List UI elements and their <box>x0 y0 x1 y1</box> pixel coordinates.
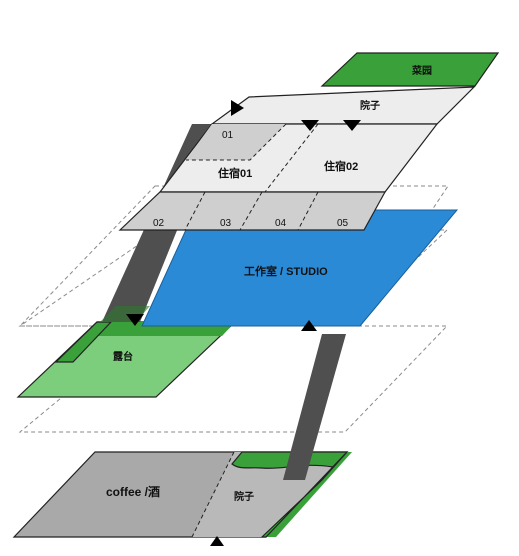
room-03-label: 03 <box>220 218 232 229</box>
room-divider-a <box>184 191 206 231</box>
terrace-label: 露台 <box>113 350 133 363</box>
room-01-area <box>186 124 286 160</box>
ground-courtyard-area <box>192 452 347 537</box>
studio-level: 工作室 / STUDIO <box>141 209 459 331</box>
courtyard-entry-arrow-icon <box>231 100 244 116</box>
room-05-label: 05 <box>337 218 349 229</box>
terrace-level: 露台 <box>16 321 237 398</box>
lodging-02-label: 住宿02 <box>324 159 358 173</box>
room-divider-c <box>297 191 319 231</box>
room-01-outline <box>186 123 287 161</box>
room-divider-b <box>239 191 263 231</box>
ground-entry-arrow-icon <box>210 536 224 546</box>
ground-floor: coffee /酒 院子 <box>12 451 352 546</box>
small-rooms-plate <box>118 191 387 231</box>
ramp-ground-to-studio <box>283 334 346 480</box>
room-02-label: 02 <box>153 218 165 229</box>
ground-split-line <box>191 451 235 538</box>
ground-courtyard-label: 院子 <box>234 490 254 503</box>
ground-garden-strip-side <box>260 451 348 538</box>
coffee-bar-label: coffee /酒 <box>106 485 160 499</box>
upper-courtyard-label: 院子 <box>360 99 380 112</box>
lodging-entry-arrow-b-icon <box>343 120 361 131</box>
upper-courtyard-plate <box>210 86 476 125</box>
lodging-level: 菜园 院子 01 住宿01 住宿02 02 03 04 05 <box>118 52 500 231</box>
studio-label: 工作室 / STUDIO <box>244 264 328 278</box>
lodging-split-line <box>264 123 319 193</box>
lodging-entry-arrow-a-icon <box>301 120 319 131</box>
ground-garden-strip-edge <box>266 452 352 537</box>
lodging-01-label: 住宿01 <box>218 166 252 180</box>
vegetable-garden-label: 菜园 <box>411 64 432 77</box>
terrace-arrival-arrow-icon <box>126 314 144 326</box>
room-04-label: 04 <box>275 218 287 229</box>
studio-entry-arrow-icon <box>301 320 317 331</box>
room-01-label: 01 <box>222 130 234 141</box>
vegetable-garden-plate <box>320 52 500 87</box>
